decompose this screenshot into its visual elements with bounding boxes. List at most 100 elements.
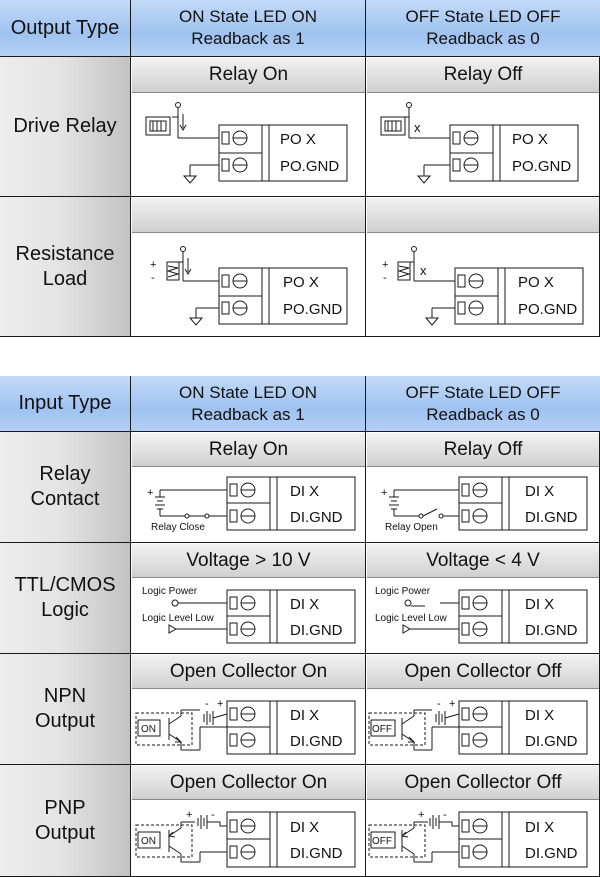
logic-power-label: Logic Power [142, 586, 198, 597]
cell-resistance-load-off [366, 197, 600, 337]
minus-sign: - [383, 272, 387, 284]
terminal-block [226, 476, 356, 531]
terminal-label-di-x: DI X [290, 483, 319, 500]
row-label-line2: Output [34, 821, 96, 844]
bar-text: Open Collector Off [404, 771, 562, 793]
row-label-text: Drive Relay [13, 115, 117, 137]
row-label-line1: Resistance [15, 242, 115, 265]
bar-text: Open Collector On [169, 660, 328, 682]
plus-sign: + [217, 698, 223, 710]
terminal-label-po-x: PO X [518, 274, 554, 291]
logic-level-low-label: Logic Level Low [375, 613, 447, 624]
logic-level-low-label: Logic Level Low [142, 613, 214, 624]
cell-npn-on [131, 654, 366, 765]
off-box-label: OFF [372, 836, 392, 847]
terminal-label-di-x: DI X [290, 819, 319, 836]
bar-voltage-high: Voltage > 10 V [132, 544, 365, 578]
ttl-on-diagram: DI X DI.GND Logic Power Logic Level Low [142, 586, 356, 644]
on-box-label: ON [141, 724, 156, 735]
row-label-line2: Logic [41, 599, 89, 621]
terminal-block [458, 589, 588, 644]
bar-empty-on [132, 198, 365, 233]
row-label-line2: Output [34, 710, 96, 732]
relay-contact-on-diagram: DI X DI.GND + Relay Close [147, 476, 356, 533]
pnp-off-diagram: DI X DI.GND OFF + - [368, 809, 588, 868]
terminal-label-di-x: DI X [290, 707, 319, 724]
minus-sign: - [437, 698, 441, 710]
cell-npn-off [366, 654, 600, 765]
cell-ttl-on [131, 543, 366, 654]
relay-open-label: Relay Open [385, 522, 438, 533]
row-label-npn-output: NPN Output [0, 654, 131, 765]
on-box-label: ON [141, 836, 156, 847]
minus-sign: - [211, 809, 215, 821]
cell-drive-relay-on [131, 57, 366, 197]
input-on-header-line2: Readback as 1 [191, 404, 305, 424]
terminal-label-di-gnd: DI.GND [525, 622, 578, 639]
output-type-header-text: Output Type [10, 16, 120, 39]
plus-sign: + [382, 259, 388, 271]
cell-resistance-load-on [131, 197, 366, 337]
npn-transistor-icon [135, 709, 228, 751]
resistor-icon [397, 246, 455, 326]
input-on-header-line1: ON State LED ON [179, 382, 317, 402]
bar-relay-off: Relay Off [367, 433, 599, 467]
terminal-label-di-gnd: DI.GND [290, 622, 343, 639]
plus-sign: + [449, 698, 455, 710]
output-on-state-header: ON State LED ON Readback as 1 [131, 0, 366, 57]
terminal-label-po-gnd: PO.GND [512, 158, 571, 175]
battery-switch-icon [389, 489, 459, 519]
bar-voltage-low: Voltage < 4 V [367, 544, 599, 578]
row-label-line1: Relay [39, 463, 91, 485]
bar-text: Relay On [208, 64, 289, 85]
cell-relay-contact-on [131, 432, 366, 543]
terminal-label-di-gnd: DI.GND [290, 845, 343, 862]
plus-sign: + [418, 809, 424, 821]
terminal-label-di-x: DI X [525, 707, 554, 724]
input-off-state-header: OFF State LED OFF Readback as 0 [366, 376, 600, 432]
drive-relay-off-diagram: PO X PO.GND x [380, 102, 579, 184]
relay-coil-icon [380, 102, 450, 184]
terminal-block [226, 589, 356, 644]
row-label-line2: Load [42, 267, 88, 290]
pnp-on-diagram: DI X DI.GND ON + - [135, 809, 356, 868]
minus-sign: - [151, 272, 155, 284]
plus-sign: + [150, 259, 156, 271]
bar-text: Relay Off [443, 64, 523, 85]
logic-source-icon [402, 599, 459, 634]
terminal-block [454, 267, 584, 325]
input-off-header-line2: Readback as 0 [426, 404, 540, 424]
pnp-transistor-icon [368, 815, 459, 863]
bar-text: Open Collector On [169, 771, 328, 793]
minus-sign: - [443, 809, 447, 821]
row-label-ttl-cmos: TTL/CMOS Logic [0, 543, 131, 654]
resistor-icon [166, 246, 219, 326]
ttl-off-diagram: DI X DI.GND Logic Power Logic Level Low [375, 586, 588, 644]
terminal-label-di-gnd: DI.GND [525, 845, 578, 862]
output-off-state-header: OFF State LED OFF Readback as 0 [366, 0, 600, 57]
off-mark: x [420, 263, 427, 278]
cell-drive-relay-off [366, 57, 600, 197]
logic-source-icon [168, 599, 227, 634]
bar-relay-off: Relay Off [367, 58, 599, 93]
terminal-label-po-x: PO X [512, 131, 548, 148]
minus-sign: - [205, 698, 209, 710]
output-off-header-line2: Readback as 0 [426, 29, 540, 48]
terminal-label-di-gnd: DI.GND [290, 733, 343, 750]
bar-open-collector-off: Open Collector Off [367, 766, 599, 800]
terminal-label-po-gnd: PO.GND [518, 301, 577, 318]
bar-open-collector-off: Open Collector Off [367, 655, 599, 689]
cell-relay-contact-off [366, 432, 600, 543]
resistance-load-off-diagram: PO X PO.GND x + - [382, 246, 584, 326]
terminal-label-di-x: DI X [290, 596, 319, 613]
plus-sign: + [147, 487, 153, 499]
terminal-block [218, 124, 348, 182]
input-type-header: Input Type [0, 376, 131, 432]
npn-off-diagram: DI X DI.GND OFF - + [368, 698, 588, 755]
bar-text: Voltage < 4 V [426, 549, 540, 571]
bar-relay-on: Relay On [132, 433, 365, 467]
output-on-header-line2: Readback as 1 [191, 29, 305, 48]
terminal-label-di-gnd: DI.GND [290, 509, 343, 526]
row-label-drive-relay: Drive Relay [0, 57, 131, 197]
